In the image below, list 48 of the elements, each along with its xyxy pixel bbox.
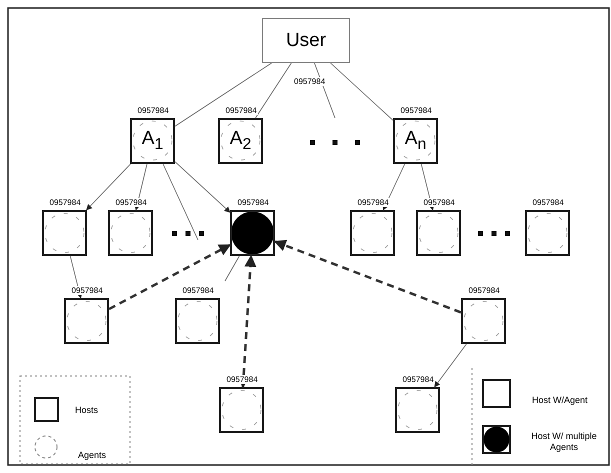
host-box: [42, 210, 87, 256]
connector-line: [162, 164, 198, 240]
connector-line: [255, 62, 292, 118]
host-box: [64, 298, 109, 344]
number-label: 0957984: [224, 106, 258, 115]
legend-label: Hosts: [75, 405, 98, 416]
number-label: 0957984: [70, 286, 104, 295]
host-box: [461, 298, 506, 344]
number-label: 0957984: [136, 106, 170, 115]
agent-box: [218, 118, 263, 164]
host-box: [525, 210, 570, 256]
connector-line: [434, 344, 467, 388]
host-box: [219, 387, 264, 433]
agent-box: [130, 118, 175, 164]
dashed-arrow: [274, 240, 462, 314]
connector-line: [224, 256, 240, 282]
number-label: 0957984: [356, 198, 390, 207]
number-label: 0957984: [294, 77, 326, 86]
number-label: 0957984: [468, 286, 501, 295]
number-label: 0957984: [226, 375, 259, 384]
host-with-agents-box: [230, 210, 275, 256]
agent-box: [393, 118, 438, 164]
number-label: 0957984: [400, 106, 433, 115]
node-label: User: [286, 30, 326, 52]
legend-label: Agents: [78, 450, 106, 461]
connector-line: [330, 62, 394, 121]
number-label: 0957984: [182, 286, 215, 295]
dashed-arrow: [108, 244, 232, 310]
agent-label: A$_{n}$: [404, 128, 426, 154]
number-label: 0957984: [236, 198, 270, 207]
number-label: 0957984: [48, 198, 82, 207]
number-label: 0957984: [402, 375, 435, 384]
agent-label: A$_{1}$: [142, 128, 164, 154]
connector-line: [86, 164, 131, 210]
host-box: [350, 210, 395, 256]
agent-label: A$_{2}$: [230, 128, 252, 154]
number-label: 0957984: [114, 198, 148, 207]
host-box: [108, 210, 153, 256]
number-label: 0957984: [532, 198, 565, 207]
connector-line: [174, 161, 230, 213]
host-box: [175, 298, 220, 344]
host-box: [395, 387, 440, 433]
legend-label: Host W/ multiple Agents: [530, 431, 598, 453]
user-box: [262, 18, 350, 63]
legend-label: Host W/Agent: [532, 395, 588, 406]
host-box: [416, 210, 461, 256]
number-label: 0957984: [422, 198, 456, 207]
connector-line: [174, 62, 272, 127]
